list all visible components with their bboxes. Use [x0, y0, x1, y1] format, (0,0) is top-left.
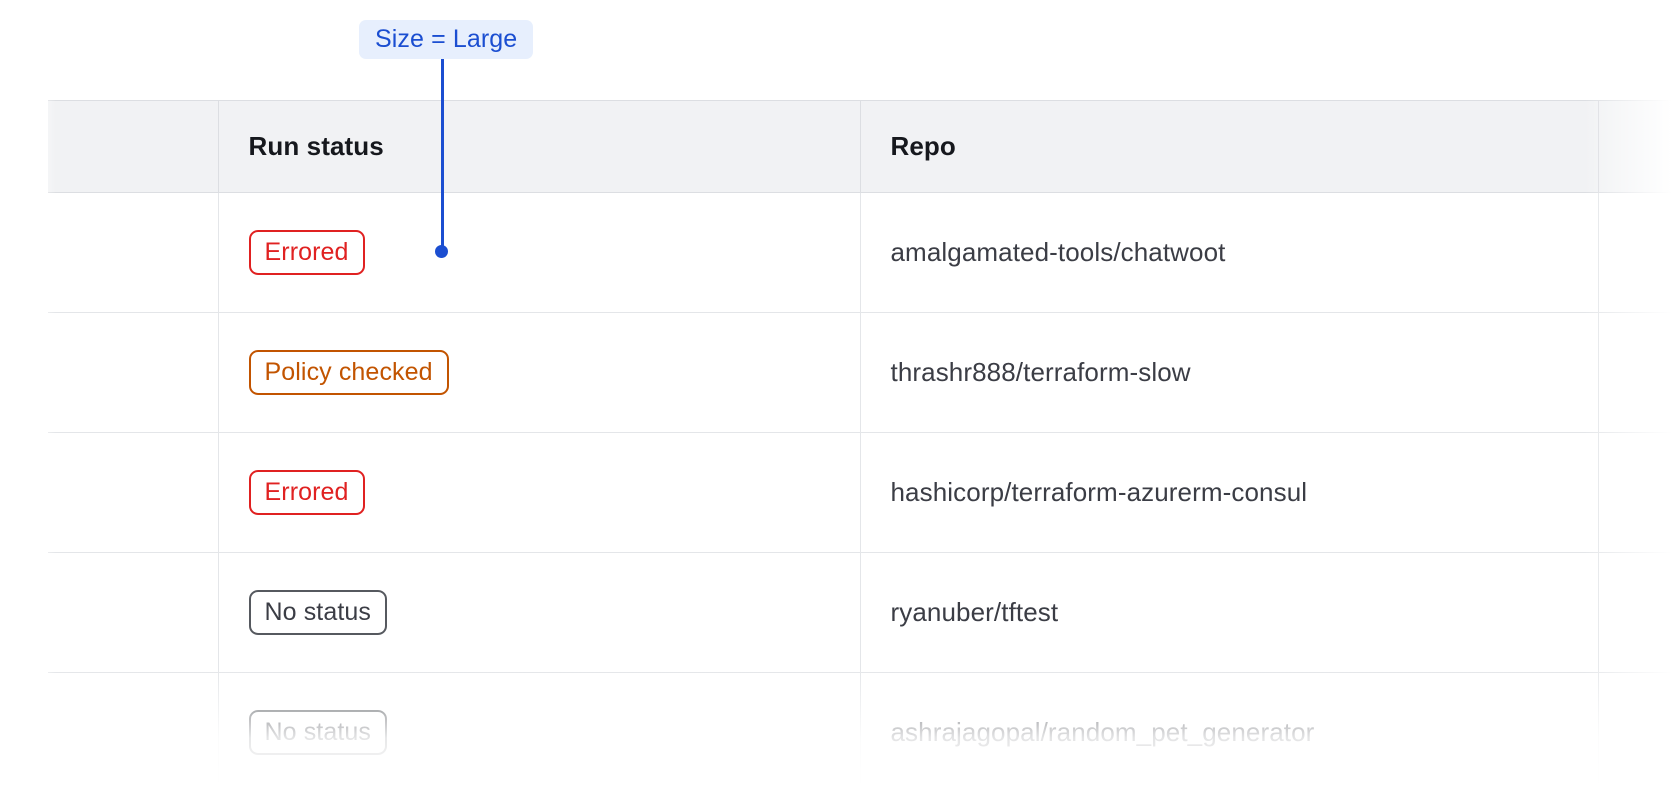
run-status-cell: Errored [218, 192, 861, 313]
run-status-cell: No status [218, 552, 861, 673]
repo-cell[interactable]: amalgamated-tools/chatwoot [860, 192, 1599, 313]
table-row[interactable]: No status ashrajagopal/random_pet_genera… [48, 672, 1672, 788]
status-badge[interactable]: No status [248, 590, 388, 635]
extra-cell [1598, 192, 1672, 313]
repo-cell[interactable]: ashrajagopal/random_pet_generator [860, 672, 1599, 788]
table-header: Run status Repo [48, 100, 1672, 193]
row-select-cell[interactable] [48, 672, 219, 788]
table-viewport: Run status Repo Errored amalgamated-tool… [48, 100, 1672, 788]
status-badge[interactable]: Errored [248, 230, 365, 275]
status-badge[interactable]: Errored [248, 470, 365, 515]
run-status-cell: Policy checked [218, 312, 861, 433]
run-status-cell: No status [218, 672, 861, 788]
status-badge[interactable]: No status [248, 710, 388, 755]
table-header-row: Run status Repo [48, 100, 1672, 193]
repo-cell[interactable]: ryanuber/tftest [860, 552, 1599, 673]
column-header-select[interactable] [48, 100, 219, 193]
table-row[interactable]: Policy checked thrashr888/terraform-slow [48, 312, 1672, 433]
repo-cell[interactable]: hashicorp/terraform-azurerm-consul [860, 432, 1599, 553]
table-row[interactable]: No status ryanuber/tftest [48, 552, 1672, 673]
table-row[interactable]: Errored amalgamated-tools/chatwoot [48, 192, 1672, 313]
column-header-extra[interactable] [1598, 100, 1672, 193]
annotation-callout-label: Size = Large [375, 25, 518, 53]
row-select-cell[interactable] [48, 192, 219, 313]
column-header-repo[interactable]: Repo [860, 100, 1599, 193]
run-status-cell: Errored [218, 432, 861, 553]
row-select-cell[interactable] [48, 432, 219, 553]
column-header-run-status[interactable]: Run status [218, 100, 861, 193]
table-body: Errored amalgamated-tools/chatwoot Polic… [48, 192, 1672, 788]
annotation-pointer-line-icon [441, 57, 444, 249]
extra-cell [1598, 552, 1672, 673]
repo-cell[interactable]: thrashr888/terraform-slow [860, 312, 1599, 433]
runs-table: Run status Repo Errored amalgamated-tool… [48, 100, 1672, 788]
extra-cell [1598, 312, 1672, 433]
row-select-cell[interactable] [48, 312, 219, 433]
status-badge[interactable]: Policy checked [248, 350, 449, 395]
extra-cell [1598, 432, 1672, 553]
row-select-cell[interactable] [48, 552, 219, 673]
table-row[interactable]: Errored hashicorp/terraform-azurerm-cons… [48, 432, 1672, 553]
annotation-callout: Size = Large [359, 20, 534, 59]
extra-cell [1598, 672, 1672, 788]
annotation-pointer-dot-icon [435, 245, 448, 258]
